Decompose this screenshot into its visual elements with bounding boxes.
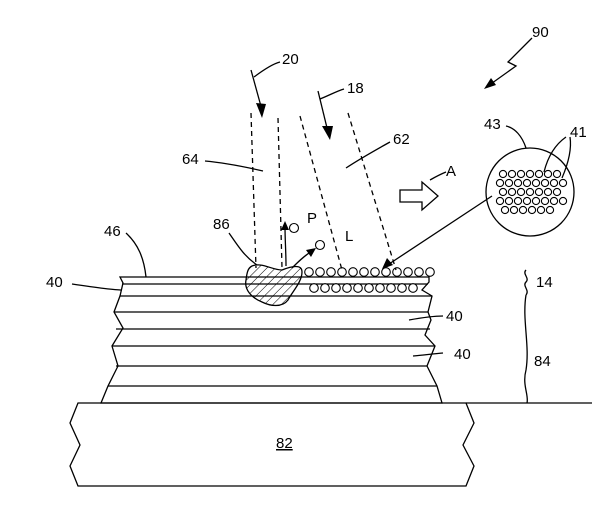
leader-40-left bbox=[71, 283, 123, 291]
point-p-marker bbox=[281, 221, 300, 267]
label-84: 84 bbox=[534, 353, 551, 370]
label-62: 62 bbox=[393, 131, 410, 148]
label-40-left: 40 bbox=[46, 274, 63, 291]
leader-46 bbox=[125, 232, 147, 278]
leader-a bbox=[429, 171, 447, 181]
melt-pool-86 bbox=[245, 264, 303, 307]
beam-arrow-20 bbox=[250, 61, 281, 118]
leader-43 bbox=[505, 125, 527, 149]
leader-64 bbox=[204, 160, 264, 172]
inset-particles bbox=[495, 169, 568, 215]
label-86: 86 bbox=[213, 216, 230, 233]
label-64: 64 bbox=[182, 151, 199, 168]
inset-circle-43 bbox=[485, 147, 575, 237]
inset-pointer bbox=[385, 195, 493, 267]
label-substrate-82: 82 bbox=[276, 435, 293, 452]
label-40-right-upper: 40 bbox=[446, 308, 463, 325]
point-l-marker bbox=[291, 239, 326, 269]
layer-stack bbox=[100, 276, 443, 404]
beam-dashed-lines bbox=[250, 112, 397, 271]
leader-41-b bbox=[561, 136, 572, 179]
leader-86 bbox=[228, 232, 258, 266]
powder-particles bbox=[304, 267, 435, 293]
indicator-14 bbox=[524, 269, 528, 296]
label-46: 46 bbox=[104, 223, 121, 240]
leader-62 bbox=[345, 141, 391, 169]
label-a: A bbox=[446, 163, 456, 180]
label-14: 14 bbox=[536, 274, 553, 291]
label-40-right-lower: 40 bbox=[454, 346, 471, 363]
beam-arrow-18 bbox=[317, 88, 345, 140]
leader-40-right-upper bbox=[408, 315, 444, 321]
label-41: 41 bbox=[570, 124, 587, 141]
substrate-82 bbox=[69, 402, 475, 487]
label-20: 20 bbox=[282, 51, 299, 68]
leader-40-right-lower bbox=[412, 352, 444, 357]
label-l: L bbox=[345, 228, 353, 245]
indicator-84 bbox=[524, 294, 529, 404]
fig-ref-arrow-90 bbox=[484, 37, 533, 89]
direction-arrow-a bbox=[399, 180, 439, 212]
label-43: 43 bbox=[484, 116, 501, 133]
leader-41-a bbox=[543, 136, 567, 173]
label-p: P bbox=[307, 210, 317, 227]
label-18: 18 bbox=[347, 80, 364, 97]
label-90: 90 bbox=[532, 24, 549, 41]
